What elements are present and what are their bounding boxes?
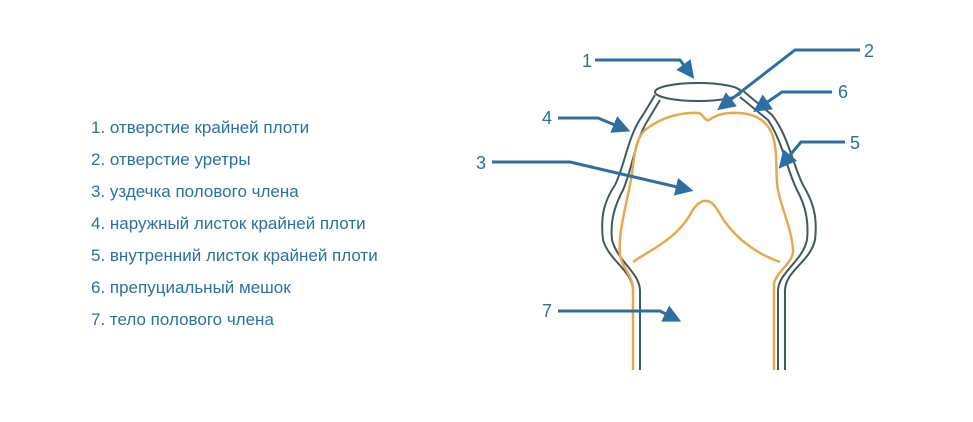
callout-4: 4: [542, 108, 552, 128]
callout-3: 3: [476, 153, 486, 173]
callout-numbers: 1 2 3 4 5 6 7: [476, 41, 874, 321]
callout-2: 2: [864, 41, 874, 61]
arrow-7: [558, 311, 678, 320]
callout-arrows: [492, 50, 860, 320]
foreskin-opening: [655, 83, 741, 101]
arrow-1: [595, 60, 692, 76]
arrow-3: [492, 162, 690, 190]
glans-outline: [620, 113, 793, 370]
frenulum-notch: [633, 201, 780, 262]
callout-7: 7: [542, 301, 552, 321]
callout-5: 5: [850, 133, 860, 153]
callout-6: 6: [838, 82, 848, 102]
arrow-6: [756, 92, 832, 110]
arrow-4: [558, 118, 627, 130]
callout-1: 1: [582, 51, 592, 71]
arrow-5: [781, 142, 845, 166]
